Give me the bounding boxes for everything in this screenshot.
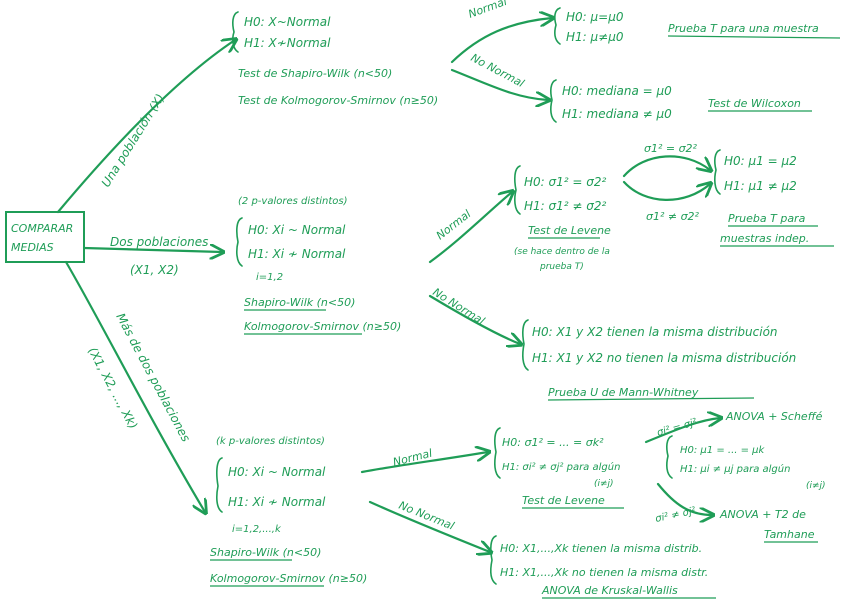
brace-many-levene — [494, 427, 501, 479]
many-pop-normal-branch — [360, 452, 488, 474]
one-pop-test-sw: Test de Shapiro-Wilk (n<50) — [238, 67, 392, 80]
two-pop-mw-h1: H1: X1 y X2 no tienen la misma distribuc… — [532, 351, 796, 365]
many-pop-levene-test: Test de Levene — [522, 494, 605, 507]
many-pop-anova-tamhane-line2: Tamhane — [764, 528, 815, 541]
two-pop-h1: H1: Xi ≁ Normal — [248, 247, 346, 261]
many-populations-section: (k p-valores distintos) H0: Xi ~ Normal … — [210, 410, 826, 599]
many-pop-levene-h1: H1: σi² ≠ σj² para algún — [502, 461, 620, 473]
two-pop-equal-var-label: σ1² = σ2² — [644, 142, 698, 155]
one-pop-normal-test-underline — [667, 35, 841, 39]
two-pop-t-test2: muestras indep. — [720, 232, 809, 245]
two-populations-section: (2 p-valores distintos) H0: Xi ~ Normal … — [236, 142, 834, 401]
two-pop-pvalues: (2 p-valores distintos) — [238, 196, 348, 207]
brace-two-mw — [522, 319, 529, 371]
two-pop-mw-test: Prueba U de Mann-Whitney — [548, 386, 699, 399]
brace-one-normality — [232, 11, 239, 53]
root-label-line1: COMPARAR — [11, 222, 73, 235]
root-box — [5, 211, 85, 263]
two-pop-test-sw: Shapiro-Wilk (n<50) — [244, 296, 355, 309]
branch-vars-two-populations: (X1, X2) — [130, 263, 179, 277]
one-population-section: H0: X~Normal H1: X≁Normal Test de Shapir… — [232, 0, 841, 123]
two-pop-t-h1: H1: μ1 ≠ μ2 — [724, 179, 797, 193]
one-pop-normal-label: Normal — [467, 0, 509, 21]
one-pop-nonnormal-h1: H1: mediana ≠ μ0 — [562, 107, 672, 121]
many-pop-h1: H1: Xi ≁ Normal — [228, 495, 326, 509]
branch-label-two-populations: Dos poblaciones — [110, 235, 208, 249]
many-pop-nonnormal-branch — [368, 500, 490, 552]
one-pop-normal-branch — [450, 18, 552, 64]
branch-label-one-population: Una población (X) — [99, 91, 168, 189]
many-pop-kw-h0: H0: X1,...,Xk tienen la misma distrib. — [500, 542, 702, 555]
two-pop-levene-h1: H1: σ1² ≠ σ2² — [524, 199, 606, 213]
brace-many-anova — [666, 435, 673, 479]
brace-one-normal — [554, 7, 561, 45]
many-pop-anova-tamhane-line1: ANOVA + T2 de — [719, 508, 806, 521]
two-pop-mw-test-underline — [547, 397, 755, 401]
brace-many-normality — [216, 457, 223, 513]
two-pop-t-h0: H0: μ1 = μ2 — [724, 154, 797, 168]
brace-two-t — [714, 149, 721, 195]
branch-many-populations — [64, 260, 205, 512]
two-pop-levene-h0: H0: σ1² = σ2² — [524, 175, 606, 189]
many-pop-normal-label: Normal — [392, 447, 434, 469]
many-pop-test-sw: Shapiro-Wilk (n<50) — [210, 546, 321, 559]
many-pop-index: i=1,2,...,k — [232, 524, 282, 535]
many-pop-test-ks: Kolmogorov-Smirnov (n≥50) — [210, 572, 367, 585]
many-pop-kw-h1: H1: X1,...,Xk no tienen la misma distr. — [500, 566, 708, 579]
many-pop-pvalues: (k p-valores distintos) — [216, 436, 325, 447]
brace-two-normality — [236, 217, 243, 267]
many-pop-anova-h1-cond: (i≠j) — [806, 481, 826, 491]
two-pop-t-test1: Prueba T para — [728, 212, 806, 225]
many-pop-h0: H0: Xi ~ Normal — [228, 465, 326, 479]
brace-two-levene — [514, 165, 521, 215]
brace-many-kw — [490, 535, 497, 585]
two-pop-mw-h0: H0: X1 y X2 tienen la misma distribución — [532, 325, 778, 339]
two-pop-index: i=1,2 — [256, 272, 283, 283]
two-pop-test-ks: Kolmogorov-Smirnov (n≥50) — [244, 320, 401, 333]
one-pop-nonnormal-test: Test de Wilcoxon — [708, 97, 801, 110]
one-pop-normal-test: Prueba T para una muestra — [668, 22, 819, 35]
one-pop-normal-h0: H0: μ=μ0 — [566, 10, 624, 24]
one-pop-h1: H1: X≁Normal — [244, 36, 331, 50]
root-node: COMPARAR MEDIAS — [5, 211, 85, 263]
one-pop-normal-h1: H1: μ≠μ0 — [566, 30, 624, 44]
brace-one-nonnormal — [550, 79, 557, 123]
many-pop-nonnormal-label: No Normal — [397, 499, 456, 533]
two-pop-equal-var-branch — [622, 155, 710, 178]
many-pop-equal-var-label: σi² = σj² — [656, 417, 698, 439]
many-pop-anova-scheffe: ANOVA + Scheffé — [725, 410, 823, 423]
many-pop-unequal-var-branch — [656, 482, 712, 515]
two-pop-levene-note1: (se hace dentro de la — [514, 247, 610, 257]
many-pop-kw-test: ANOVA de Kruskal-Wallis — [541, 584, 678, 597]
branch-vars-many-populations: (X1, X2, ..., Xk) — [85, 345, 140, 432]
two-pop-nonnormal-branch — [428, 294, 520, 344]
two-pop-levene-note2: prueba T) — [539, 262, 584, 272]
many-pop-equal-var-branch — [644, 418, 720, 444]
many-pop-levene-h0: H0: σ1² = ... = σk² — [502, 436, 604, 449]
many-pop-anova-h0: H0: μ1 = ... = μk — [680, 445, 766, 456]
one-pop-nonnormal-h0: H0: mediana = μ0 — [562, 84, 672, 98]
many-pop-unequal-var-label: σi² ≠ σj² — [654, 506, 696, 525]
many-pop-anova-h1: H1: μi ≠ μj para algún — [680, 463, 790, 475]
two-pop-levene-test: Test de Levene — [528, 224, 611, 237]
branch-one-population — [56, 40, 235, 214]
two-pop-normal-label: Normal — [434, 207, 474, 242]
two-pop-unequal-var-branch — [622, 182, 710, 201]
two-pop-unequal-var-label: σ1² ≠ σ2² — [646, 210, 700, 223]
one-pop-h0: H0: X~Normal — [244, 15, 331, 29]
one-pop-test-ks: Test de Kolmogorov-Smirnov (n≥50) — [238, 94, 438, 107]
one-pop-nonnormal-branch — [450, 68, 548, 100]
two-pop-normal-branch — [428, 192, 512, 264]
two-pop-nonnormal-label: No Normal — [430, 286, 486, 328]
one-pop-nonnormal-label: No Normal — [469, 51, 527, 90]
two-pop-h0: H0: Xi ~ Normal — [248, 223, 346, 237]
root-label-line2: MEDIAS — [11, 241, 54, 254]
many-pop-levene-h1-cond: (i≠j) — [594, 479, 614, 489]
branch-two-populations — [82, 248, 222, 252]
